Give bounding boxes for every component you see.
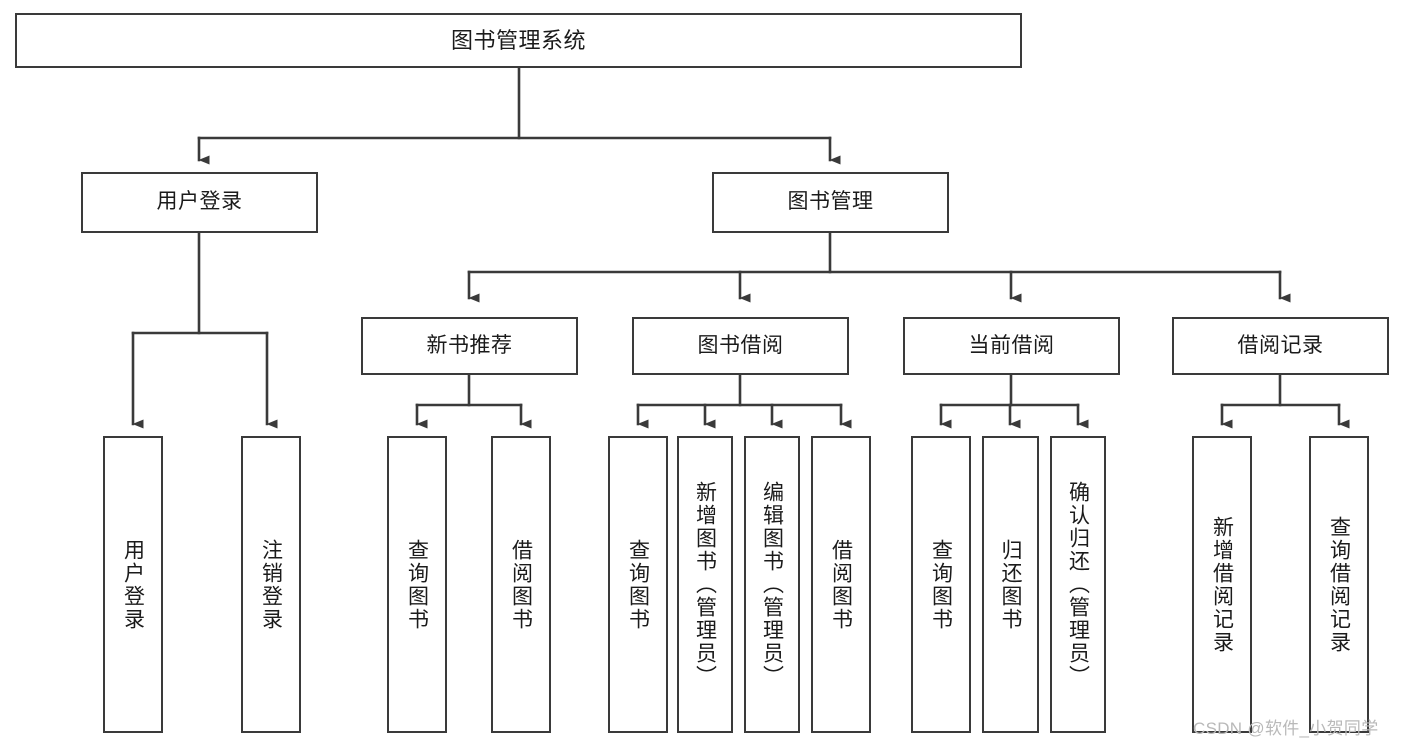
node-user-login[interactable]: 用户登录 <box>81 172 318 233</box>
node-root-label: 图书管理系统 <box>450 27 586 53</box>
node-leaf-query-book-2[interactable]: 查询图书 <box>608 436 668 733</box>
node-leaf-edit-book-label: 编辑图书（管理员） <box>760 481 784 688</box>
node-leaf-return-book[interactable]: 归还图书 <box>982 436 1039 733</box>
node-root[interactable]: 图书管理系统 <box>15 13 1022 68</box>
node-leaf-add-book-label: 新增图书（管理员） <box>693 481 717 688</box>
node-leaf-edit-book[interactable]: 编辑图书（管理员） <box>744 436 800 733</box>
node-borrow-record-label: 借阅记录 <box>1237 333 1324 357</box>
node-leaf-borrow-book-1[interactable]: 借阅图书 <box>491 436 551 733</box>
node-current-borrow[interactable]: 当前借阅 <box>903 317 1120 375</box>
node-user-login-label: 用户登录 <box>156 190 243 214</box>
node-leaf-query-book-3[interactable]: 查询图书 <box>911 436 971 733</box>
node-book-manage-label: 图书管理 <box>787 190 874 214</box>
node-current-borrow-label: 当前借阅 <box>968 333 1055 357</box>
node-leaf-return-book-label: 归还图书 <box>999 538 1022 631</box>
node-borrow-record[interactable]: 借阅记录 <box>1172 317 1389 375</box>
node-leaf-logout[interactable]: 注销登录 <box>241 436 301 733</box>
node-leaf-add-book[interactable]: 新增图书（管理员） <box>677 436 733 733</box>
node-leaf-user-login[interactable]: 用户登录 <box>103 436 163 733</box>
node-leaf-query-book-3-label: 查询图书 <box>929 538 953 631</box>
node-leaf-add-record-label: 新增借阅记录 <box>1210 515 1234 654</box>
node-leaf-borrow-book-2-label: 借阅图书 <box>829 538 853 631</box>
node-leaf-query-record[interactable]: 查询借阅记录 <box>1309 436 1369 733</box>
node-leaf-confirm-return-label: 确认归还（管理员） <box>1066 481 1090 688</box>
node-leaf-query-record-label: 查询借阅记录 <box>1327 515 1351 654</box>
node-new-book-rec-label: 新书推荐 <box>426 333 513 357</box>
node-leaf-query-book-1-label: 查询图书 <box>405 538 429 631</box>
node-book-borrow-label: 图书借阅 <box>697 333 784 357</box>
node-leaf-borrow-book-2[interactable]: 借阅图书 <box>811 436 871 733</box>
node-leaf-logout-label: 注销登录 <box>259 538 283 631</box>
node-leaf-user-login-label: 用户登录 <box>121 538 145 631</box>
node-leaf-add-record[interactable]: 新增借阅记录 <box>1192 436 1252 733</box>
node-leaf-confirm-return[interactable]: 确认归还（管理员） <box>1050 436 1106 733</box>
node-leaf-borrow-book-1-label: 借阅图书 <box>509 538 533 631</box>
node-leaf-query-book-2-label: 查询图书 <box>626 538 650 631</box>
node-leaf-query-book-1[interactable]: 查询图书 <box>387 436 447 733</box>
csdn-watermark: CSDN @软件_小贺同学 <box>1193 719 1379 738</box>
node-book-manage[interactable]: 图书管理 <box>712 172 949 233</box>
node-book-borrow[interactable]: 图书借阅 <box>632 317 849 375</box>
node-new-book-rec[interactable]: 新书推荐 <box>361 317 578 375</box>
